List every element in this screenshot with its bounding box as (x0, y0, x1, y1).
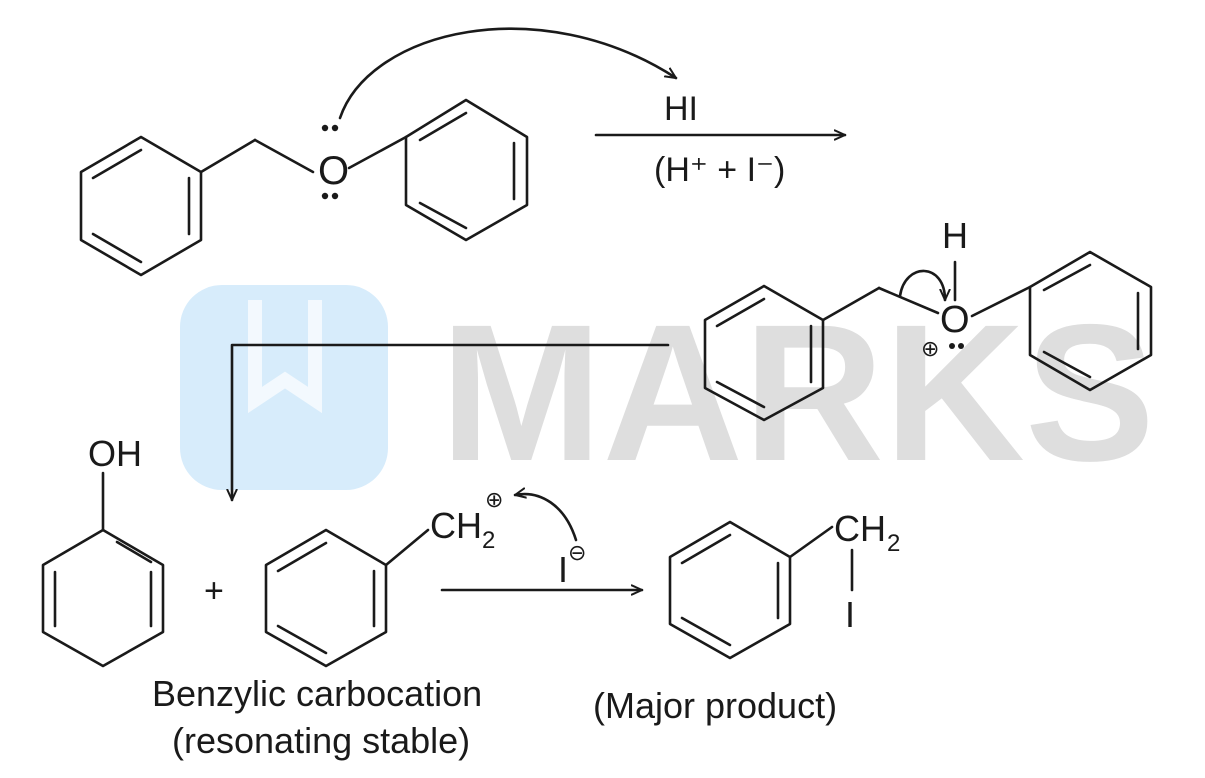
reagent-ions: (H⁺ + I⁻) (654, 151, 785, 189)
iodide-charge: ⊖ (568, 540, 586, 565)
benzene-inner-bond (276, 541, 328, 573)
oxonium-label: O (940, 299, 970, 341)
bond (253, 138, 315, 174)
benzene-inner-bond (680, 616, 732, 647)
benzene-ring (41, 528, 165, 668)
oxygen-label: O (318, 149, 349, 193)
watermark: MARKS (180, 284, 1155, 502)
benzene-inner-bond (276, 624, 328, 655)
watermark-logo-mark (248, 300, 322, 414)
product-subscript: 2 (887, 530, 900, 557)
product-iodine: I (845, 594, 855, 635)
benzene-inner-bond (418, 201, 468, 230)
watermark-text: MARKS (440, 284, 1155, 502)
positive-charge: ⊕ (921, 336, 939, 361)
phenol (41, 471, 165, 668)
benzene-ring (668, 520, 792, 660)
benzene-inner-bond (715, 380, 766, 409)
benzene-inner-bond (115, 540, 153, 564)
proton-label: H (942, 215, 968, 256)
bond (788, 525, 834, 559)
benzene-inner-bond (715, 297, 766, 328)
protonated-ether (703, 250, 1153, 422)
benzyl-phenyl-ether (79, 27, 847, 277)
caption-carbocation-line2: (resonating stable) (172, 720, 470, 761)
benzene-inner-bond (418, 111, 468, 142)
phenol-oh: OH (88, 433, 142, 474)
benzyl-carbocation (264, 494, 644, 668)
curved-arrow (515, 494, 578, 542)
benzene-inner-bond (1042, 350, 1092, 379)
curved-arrow (898, 269, 945, 302)
bond (199, 138, 257, 174)
benzene-ring (1028, 250, 1153, 392)
benzene-ring (404, 98, 529, 242)
benzene-inner-bond (680, 533, 732, 565)
bond (384, 528, 430, 567)
product-ch2: CH (834, 508, 886, 549)
bond (821, 286, 881, 322)
lone-pairs (321, 124, 964, 349)
benzene-inner-bond (1042, 263, 1092, 292)
benzyl-iodide (668, 520, 854, 660)
bond (347, 135, 408, 170)
carbocation-charge: ⊕ (485, 487, 503, 512)
iodide-ion: I (558, 549, 568, 590)
curved-arrow (338, 27, 676, 120)
caption-product: (Major product) (593, 685, 837, 726)
plus-sign: + (204, 572, 224, 610)
bond (970, 285, 1032, 318)
carbocation-ch2: CH (430, 505, 482, 546)
benzene-ring (79, 135, 203, 277)
benzene-inner-bond (91, 148, 143, 180)
connector-arrow (232, 343, 670, 502)
carbocation-subscript: 2 (482, 527, 495, 554)
caption-carbocation-line1: Benzylic carbocation (152, 673, 482, 714)
benzene-inner-bond (91, 232, 143, 264)
bond (877, 286, 940, 315)
benzene-ring (264, 528, 388, 668)
reagent-hi: HI (664, 90, 698, 128)
